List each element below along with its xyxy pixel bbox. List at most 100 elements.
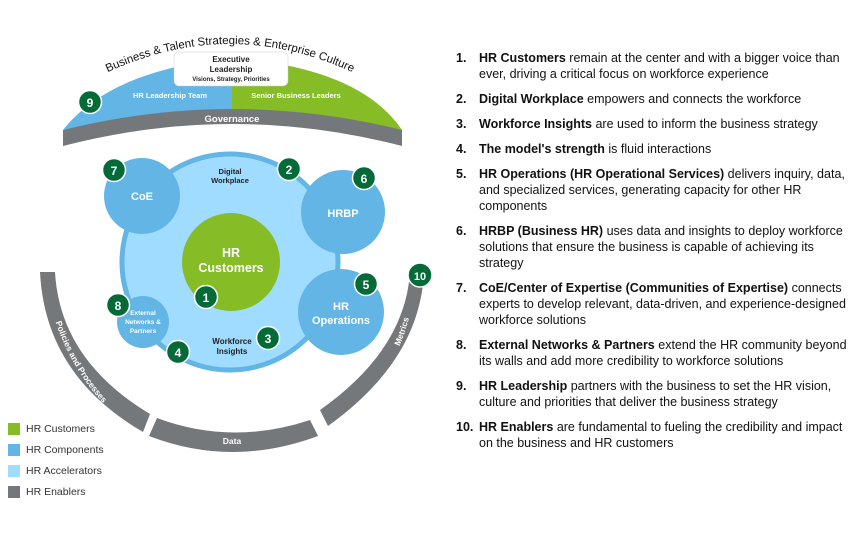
badge-6: 6	[351, 165, 377, 191]
list-text: HR Leadership partners with the business…	[479, 378, 851, 410]
svg-text:8: 8	[115, 299, 122, 313]
coe-label: CoE	[131, 191, 153, 203]
list-item: 3. Workforce Insights are used to inform …	[456, 116, 851, 132]
metrics-band	[320, 272, 424, 426]
digital-workplace-label-2: Workplace	[211, 176, 249, 185]
svg-text:2: 2	[286, 163, 293, 177]
legend-swatch	[8, 485, 20, 498]
badge-7: 7	[101, 157, 127, 183]
legend: HR Customers HR Components HR Accelerato…	[8, 418, 104, 502]
legend-label: HR Accelerators	[26, 464, 102, 477]
list-number: 7.	[456, 281, 467, 295]
svg-text:10: 10	[414, 271, 426, 283]
svg-text:7: 7	[111, 164, 118, 178]
list-text: Workforce Insights are used to inform th…	[479, 116, 818, 132]
list-item: 4. The model's strength is fluid interact…	[456, 141, 851, 157]
svg-text:9: 9	[87, 96, 94, 110]
badge-8: 8	[105, 292, 131, 318]
list-description: are used to inform the business strategy	[591, 117, 818, 131]
svg-text:5: 5	[363, 278, 370, 292]
list-description: is fluid interactions	[604, 142, 712, 156]
badge-10: 10	[407, 262, 433, 288]
hrbp-label: HRBP	[327, 208, 358, 220]
workforce-insights-label-2: Insights	[217, 347, 248, 356]
legend-swatch	[8, 443, 20, 456]
hr-operating-model-diagram: Governance HR Leadership Team Senior Bus…	[40, 35, 433, 452]
list-item: 5. HR Operations (HR Operational Services…	[456, 166, 851, 214]
legend-item-hr-components: HR Components	[8, 439, 104, 460]
list-number: 8.	[456, 338, 467, 352]
legend-label: HR Customers	[26, 422, 95, 435]
badge-1: 1	[193, 284, 219, 310]
svg-text:6: 6	[361, 172, 368, 186]
executive-leadership-title-1: Executive	[212, 55, 250, 64]
list-item: 1. HR Customers remain at the center and …	[456, 50, 851, 82]
list-number: 4.	[456, 142, 467, 156]
list-number: 5.	[456, 167, 467, 181]
legend-label: HR Enablers	[26, 485, 86, 498]
list-description: remain at the center and with a bigger v…	[479, 51, 840, 81]
list-text: Digital Workplace empowers and connects …	[479, 91, 801, 107]
external-networks-label-2: Networks &	[125, 319, 161, 326]
list-number: 9.	[456, 379, 467, 393]
list-description: are fundamental to fueling the credibili…	[479, 420, 843, 450]
list-text: CoE/Center of Expertise (Communities of …	[479, 280, 851, 328]
list-bold-term: External Networks & Partners	[479, 338, 655, 352]
external-networks-label-1: External	[130, 310, 156, 317]
list-item: 10.HR Enablers are fundamental to fuelin…	[456, 419, 851, 451]
legend-item-hr-enablers: HR Enablers	[8, 481, 104, 502]
legend-label: HR Components	[26, 443, 104, 456]
hr-operations-label-2: Operations	[312, 315, 370, 327]
list-item: 9. HR Leadership partners with the busine…	[456, 378, 851, 410]
list-bold-term: Workforce Insights	[479, 117, 592, 131]
list-bold-term: CoE/Center of Expertise (Communities of …	[479, 281, 789, 295]
list-text: HR Customers remain at the center and wi…	[479, 50, 851, 82]
numbered-description-list: 1. HR Customers remain at the center and …	[456, 50, 851, 460]
hr-operations-label-1: HR	[333, 301, 349, 313]
list-number: 3.	[456, 117, 467, 131]
list-text: HR Enablers are fundamental to fueling t…	[479, 419, 851, 451]
legend-swatch	[8, 464, 20, 477]
badge-4: 4	[165, 339, 191, 365]
senior-business-leaders-label: Senior Business Leaders	[251, 91, 341, 100]
svg-text:4: 4	[175, 346, 182, 360]
policies-and-processes-band	[40, 272, 150, 432]
list-bold-term: HR Operations (HR Operational Services)	[479, 167, 725, 181]
list-item: 6.HRBP (Business HR) uses data and insig…	[456, 223, 851, 271]
list-bold-term: HRBP (Business HR)	[479, 224, 604, 238]
list-bold-term: HR Customers	[479, 51, 566, 65]
hr-customers-label-1: HR	[222, 246, 240, 260]
list-bold-term: Digital Workplace	[479, 92, 584, 106]
list-description: empowers and connects the workforce	[583, 92, 802, 106]
svg-text:3: 3	[265, 332, 272, 346]
legend-item-hr-customers: HR Customers	[8, 418, 104, 439]
executive-leadership-subtitle: Visions, Strategy, Priorities	[192, 77, 270, 83]
list-number: 6.	[456, 224, 467, 238]
list-description: delivers inquiry, data, and specialized …	[479, 167, 845, 213]
external-networks-label-3: Partners	[130, 328, 157, 335]
external-networks-circle	[117, 296, 169, 348]
badge-2: 2	[276, 156, 302, 182]
list-text: External Networks & Partners extend the …	[479, 337, 851, 369]
data-band	[149, 418, 318, 452]
list-description: partners with the business to set the HR…	[479, 379, 832, 409]
data-label: Data	[223, 436, 242, 446]
policies-and-processes-label: Policies and Processes	[54, 320, 110, 405]
hrbp-circle	[301, 170, 385, 254]
list-bold-term: The model's strength	[479, 142, 605, 156]
list-text: The model's strength is fluid interactio…	[479, 141, 711, 157]
legend-item-hr-accelerators: HR Accelerators	[8, 460, 104, 481]
governance-label: Governance	[205, 114, 260, 125]
hr-customers-label-2: Customers	[198, 261, 263, 275]
digital-workplace-label-1: Digital	[219, 167, 242, 176]
list-text: HR Operations (HR Operational Services) …	[479, 166, 851, 214]
list-item: 8. External Networks & Partners extend th…	[456, 337, 851, 369]
hr-leadership-team-label: HR Leadership Team	[133, 91, 207, 100]
list-number: 1.	[456, 51, 467, 65]
list-item: 2.Digital Workplace empowers and connect…	[456, 91, 851, 107]
executive-leadership-box	[173, 51, 289, 87]
legend-swatch	[8, 422, 20, 435]
badge-3: 3	[255, 325, 281, 351]
governance-band	[63, 109, 402, 146]
badge-5: 5	[353, 271, 379, 297]
